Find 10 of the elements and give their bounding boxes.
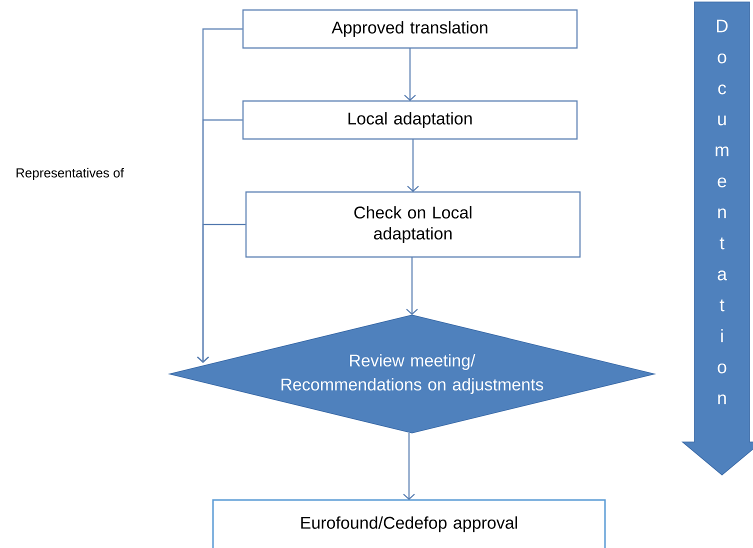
process-box: Eurofound/Cedefop approval bbox=[212, 499, 606, 548]
arrow bbox=[404, 48, 416, 101]
process-box: Local adaptation bbox=[242, 100, 578, 140]
process-box: Check on Local adaptation bbox=[245, 191, 581, 258]
side-label: Representatives of bbox=[16, 168, 124, 180]
process-box: Approved translation bbox=[242, 9, 578, 49]
arrow bbox=[407, 139, 419, 192]
arrow bbox=[403, 433, 415, 500]
arrow bbox=[406, 257, 418, 315]
arrow bbox=[197, 224, 246, 363]
